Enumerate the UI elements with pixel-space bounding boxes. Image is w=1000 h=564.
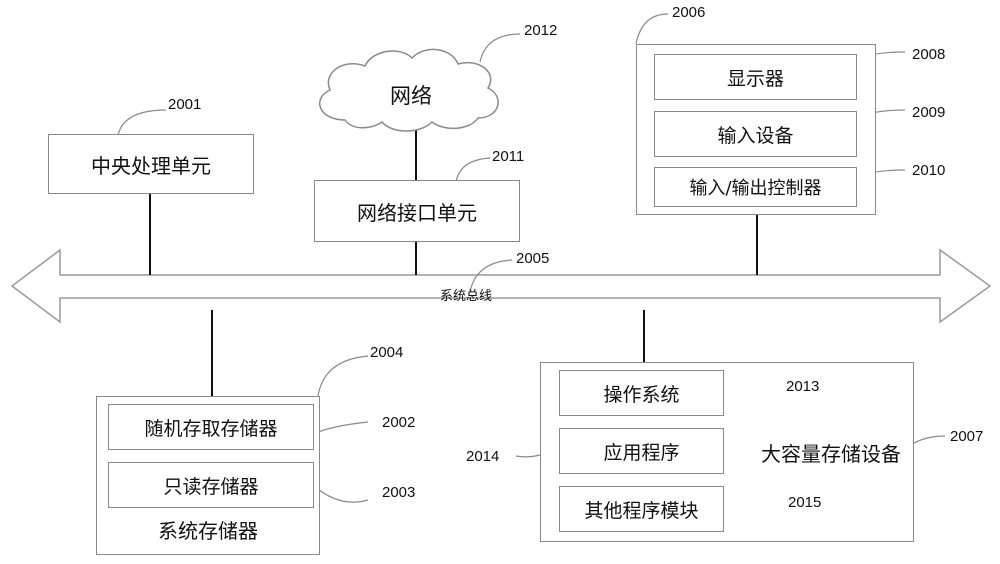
input-device-ref: 2009 [912, 104, 946, 121]
display-ref: 2008 [912, 46, 946, 63]
io-controller-ref: 2010 [912, 162, 946, 179]
system-memory-ref: 2004 [370, 344, 404, 361]
cpu-box: 中央处理单元 [48, 134, 254, 194]
network-cloud [319, 48, 499, 132]
other-modules-box: 其他程序模块 [559, 486, 724, 532]
os-ref: 2013 [786, 378, 820, 395]
network-interface-ref: 2011 [492, 148, 525, 165]
apps-box: 应用程序 [559, 428, 724, 474]
io-group-ref: 2006 [672, 4, 706, 21]
system-bus-label: 系统总线 [440, 289, 493, 304]
display-box: 显示器 [654, 54, 857, 100]
other-modules-ref: 2015 [788, 494, 822, 511]
os-box: 操作系统 [559, 370, 724, 416]
mass-storage-ref: 2007 [950, 428, 984, 445]
network-interface-box: 网络接口单元 [314, 180, 520, 242]
system-bus-ref: 2005 [516, 250, 550, 267]
network-ref: 2012 [524, 22, 558, 39]
rom-ref: 2003 [382, 484, 416, 501]
apps-ref: 2014 [466, 448, 500, 465]
cpu-ref: 2001 [168, 96, 202, 113]
io-controller-box: 输入/输出控制器 [654, 167, 857, 207]
system-bus-arrow [10, 248, 992, 324]
input-device-box: 输入设备 [654, 111, 857, 157]
ram-box: 随机存取存储器 [108, 404, 314, 450]
rom-box: 只读存储器 [108, 462, 314, 508]
ram-ref: 2002 [382, 414, 416, 431]
network-label: 网络 [390, 84, 432, 108]
